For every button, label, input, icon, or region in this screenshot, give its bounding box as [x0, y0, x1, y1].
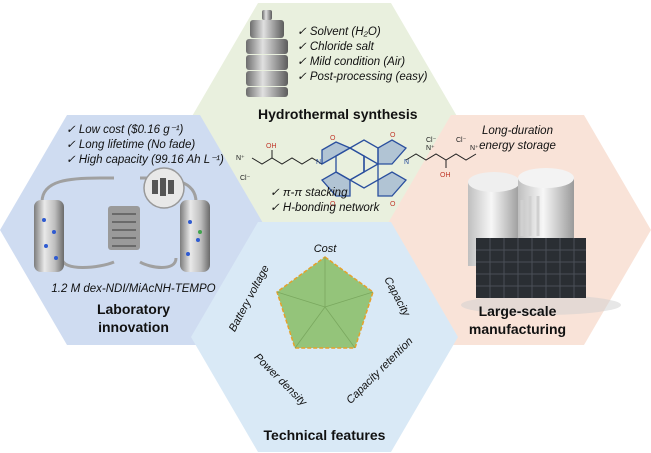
left-tank	[34, 200, 64, 272]
left-check-item: ✓ Long lifetime (No fade)	[66, 139, 196, 151]
left-check-item: ✓ Low cost ($0.16 g⁻¹)	[66, 124, 184, 136]
right-title-line1: Large-scale	[478, 303, 557, 319]
top-checklist: ✓ Solvent (H₂O) ✓ Chloride salt ✓ Mild c…	[297, 25, 427, 85]
cl-right-label: Cl⁻	[456, 137, 467, 144]
radar-spokes	[276, 257, 374, 349]
top-check-item: ✓ Post-processing (easy)	[297, 71, 428, 83]
left-checklist: ✓ Low cost ($0.16 g⁻¹) ✓ Long lifetime (…	[66, 123, 224, 168]
right-title: Large-scale manufacturing	[384, 302, 651, 338]
nplus-left-label: N⁺	[236, 155, 245, 162]
radar-axis-cost: Cost	[314, 243, 338, 255]
top-title: Hydrothermal synthesis	[258, 106, 418, 122]
battery-racks	[476, 238, 586, 298]
top-feature-list: ✓ π-π stacking ✓ H-bonding network	[270, 186, 379, 216]
ndi-imide-rings	[320, 139, 408, 197]
top-check-item: ✓ Chloride salt	[297, 41, 374, 53]
top-check-item: ✓ Mild condition (Air)	[297, 56, 406, 68]
oh-right-label: OH	[440, 172, 451, 179]
right-caption-line2: energy storage	[479, 140, 556, 152]
o-bottom-right-label: O	[390, 201, 396, 208]
left-title-line2: innovation	[98, 319, 169, 335]
right-tank	[180, 200, 210, 272]
weight-icon	[246, 10, 288, 97]
right-title-line2: manufacturing	[468, 321, 567, 337]
left-chain-bond	[251, 157, 323, 165]
flow-battery-illustration	[34, 167, 210, 272]
o-bottom-left-label: O	[330, 201, 336, 208]
left-check-item: ✓ High capacity (99.16 Ah L⁻¹)	[66, 154, 224, 166]
left-title-line1: Laboratory	[96, 301, 171, 317]
bottom-title: Technical features	[263, 427, 386, 443]
right-caption-line1: Long-duration	[482, 125, 553, 137]
molecule-labels: N⁺ Cl⁻ OH N O O O O N N⁺ Cl⁻ OH N⁺ Cl⁻	[236, 132, 479, 208]
top-check-item: ✓ Solvent (H₂O)	[297, 26, 381, 38]
right-chain-bond	[405, 153, 477, 161]
nplus-right-label: N⁺	[470, 145, 479, 152]
oh-left-label: OH	[266, 143, 277, 150]
o-top-left-label: O	[330, 135, 336, 142]
molecule-structure	[251, 139, 477, 197]
radar-chart	[276, 256, 374, 349]
left-caption: 1.2 M dex-NDI/MiAcNH-TEMPO	[51, 283, 216, 295]
top-feature-item: ✓ H-bonding network	[270, 202, 380, 214]
n-left-label: N	[316, 159, 321, 166]
n-right-label: N	[404, 159, 409, 166]
storage-facility-illustration	[461, 168, 621, 315]
cl-mid-label: Cl⁻	[426, 137, 437, 144]
cl-left-label: Cl⁻	[240, 175, 251, 182]
left-title: Laboratory innovation	[0, 300, 267, 336]
nplus-mid-label: N⁺	[426, 145, 435, 152]
right-caption: Long-duration energy storage	[384, 124, 651, 154]
cell-stack	[108, 206, 140, 250]
o-top-right-label: O	[390, 132, 396, 139]
top-feature-item: ✓ π-π stacking	[270, 187, 348, 199]
